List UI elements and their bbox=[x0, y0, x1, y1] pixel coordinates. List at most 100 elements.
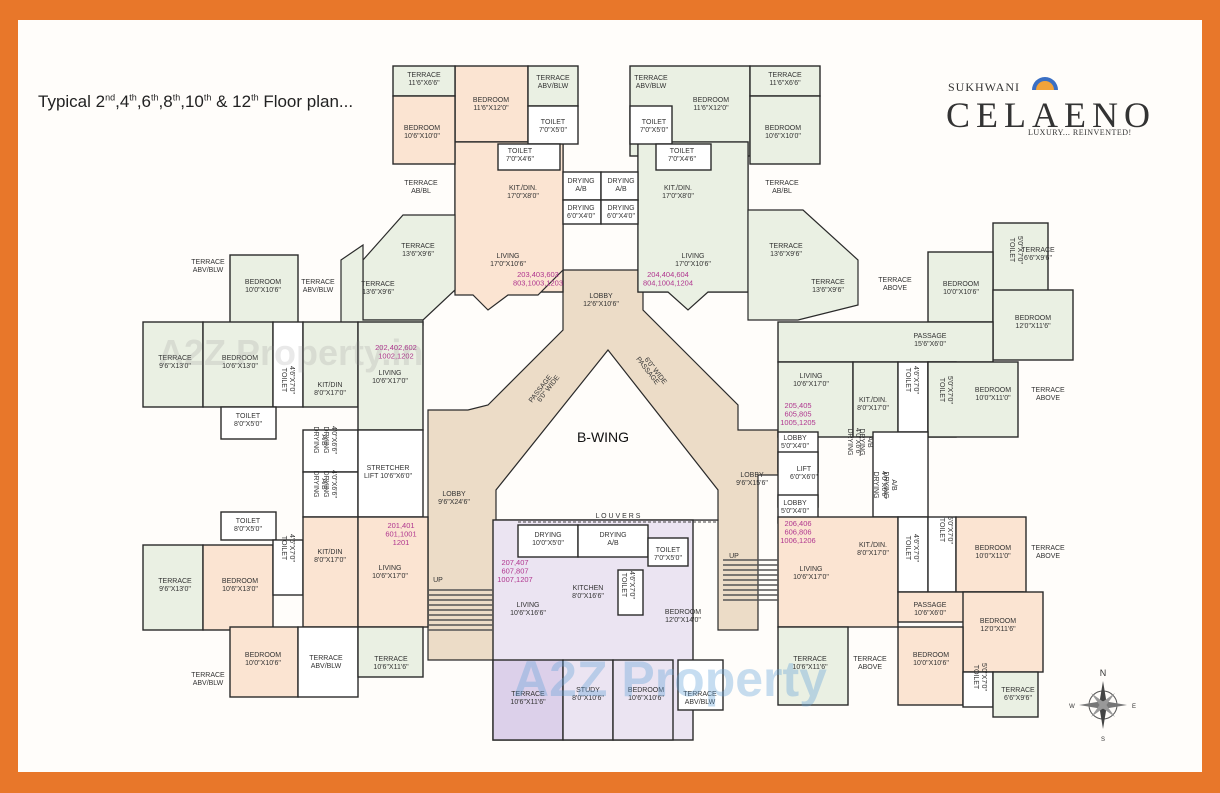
room-terr_w3-1: 10'6"X11'6" bbox=[373, 664, 409, 671]
room-terr_s-0: TERRACE bbox=[511, 691, 545, 698]
ne-terrace-large bbox=[747, 209, 859, 321]
room-toilet_ne-1: 7'0"X5'0" bbox=[640, 127, 668, 134]
w2-terrace bbox=[142, 544, 204, 631]
room-living_nw-1: 17'0"X10'6" bbox=[490, 261, 526, 268]
ne-terrace-small bbox=[749, 65, 821, 97]
room-units_w2-0: 201,401 bbox=[387, 521, 414, 530]
room-kit_w1-0: KIT/DIN bbox=[318, 382, 343, 389]
room-pass_e2-0: PASSAGE bbox=[914, 602, 947, 609]
room-dry_ab2-0: DRYING bbox=[607, 178, 634, 185]
room-t_abv_w4-0: TERRACE bbox=[309, 655, 343, 662]
room-study_s-0: STUDY bbox=[576, 687, 600, 694]
room-pass_e1-1: 15'6"X6'0" bbox=[914, 341, 946, 348]
room-living_w1-0: LIVING bbox=[379, 370, 402, 377]
floor-plan-canvas: Typical 2nd,4th,6th,8th,10th & 12th Floo… bbox=[18, 20, 1202, 772]
room-terr_abbl_w-1: AB/BL bbox=[411, 188, 431, 195]
room-toilet_e4-0: TOILET bbox=[904, 536, 911, 561]
room-terr_abbl_e-1: AB/BL bbox=[772, 188, 792, 195]
room-lobby_e-1: 9'6"X15'6" bbox=[736, 480, 768, 487]
e2-toilet bbox=[897, 516, 929, 593]
s-bedroom-2 bbox=[612, 659, 674, 741]
room-toilet_s2-1: 4'6"X7'0" bbox=[628, 571, 635, 599]
room-dry_e_46b-1: 4'0"X6'6" bbox=[880, 471, 887, 499]
room-dry_e_ab1-1: A/B bbox=[866, 436, 873, 448]
b-wing-label: B-WING bbox=[577, 429, 629, 445]
room-dry_s1-0: DRYING bbox=[534, 532, 561, 539]
room-t_abv_s-1: ABV/BLW bbox=[685, 699, 716, 706]
w2-kitdin bbox=[302, 516, 359, 628]
room-units_w1-1: 1002,1202 bbox=[378, 352, 413, 361]
room-lobby_top-1: 12'6"X10'6" bbox=[583, 301, 619, 308]
room-terr_e3-1: 6'6"X9'6" bbox=[1004, 695, 1032, 702]
room-t_abv_w-0: TERRACE bbox=[191, 259, 225, 266]
room-terr_e1-1: 6'6"X9'6" bbox=[1024, 255, 1052, 262]
room-terr_1369c-0: TERRACE bbox=[361, 281, 395, 288]
room-kit_w1-1: 8'0"X17'0" bbox=[314, 390, 346, 397]
room-bed_e5-0: BEDROOM bbox=[980, 618, 1016, 625]
room-toilet_e6-0: TOILET bbox=[972, 665, 979, 690]
nw-toilet-2 bbox=[497, 143, 561, 171]
s-terrace-abv bbox=[677, 659, 724, 711]
room-dry_ab1-1: A/B bbox=[575, 186, 587, 193]
room-dry_ab2-1: A/B bbox=[615, 186, 627, 193]
w1-living bbox=[357, 321, 424, 431]
room-toilet_ne2-1: 7'0"X4'6" bbox=[668, 156, 696, 163]
room-kit_nw-0: KIT./DIN. bbox=[509, 185, 537, 192]
room-dry_e_46a-0: DRYING bbox=[846, 428, 853, 455]
room-toilet_ne-0: TOILET bbox=[642, 119, 667, 126]
room-bed_e2-1: 12'0"X11'6" bbox=[1015, 323, 1051, 330]
room-dry_w_46a-0: DRYING bbox=[322, 426, 329, 453]
room-terr_w3-0: TERRACE bbox=[374, 656, 408, 663]
w1-toilet bbox=[272, 321, 304, 408]
s-toilet-1 bbox=[647, 537, 689, 567]
room-t1-0: TERRACE bbox=[407, 72, 441, 79]
room-toilet_e5-1: 5'0"X7'0" bbox=[946, 516, 953, 544]
room-bed_w4-1: 10'0"X10'6" bbox=[245, 660, 281, 667]
room-terr_e3-0: TERRACE bbox=[1001, 687, 1035, 694]
room-lift_e-1: 6'0"X6'0" bbox=[790, 474, 818, 481]
room-terr_1369d-0: TERRACE bbox=[811, 279, 845, 286]
room-dry_w_46b-1: 4'0"X6'6" bbox=[330, 470, 337, 498]
room-units_e1-1: 605,805 bbox=[784, 410, 811, 419]
w1-bedroom-top bbox=[229, 254, 299, 326]
room-lobby_e1-1: 5'0"X4'0" bbox=[781, 443, 809, 450]
room-t_abv_w2-1: ABV/BLW bbox=[303, 287, 334, 294]
compass-icon: N S E W bbox=[1069, 668, 1136, 743]
room-living_ne-0: LIVING bbox=[682, 253, 705, 260]
room-toilet_w4-0: TOILET bbox=[280, 536, 287, 561]
room-study_s-1: 8'0"X10'6" bbox=[572, 695, 604, 702]
room-toilet_w1-1: 4'6"X7'0" bbox=[288, 366, 295, 394]
logo-name: CELAENO bbox=[946, 95, 1156, 135]
room-units_s-1: 607,807 bbox=[501, 567, 528, 576]
e1-toilet-terrace bbox=[992, 222, 1049, 292]
room-kit_ne-0: KIT./DIN. bbox=[664, 185, 692, 192]
e1-passage bbox=[777, 321, 994, 363]
room-terr_above2-1: ABOVE bbox=[1036, 395, 1060, 402]
e2-living bbox=[777, 516, 899, 628]
compass-e: E bbox=[1132, 704, 1136, 710]
e-drying bbox=[872, 431, 929, 518]
room-terr_above2-0: TERRACE bbox=[1031, 387, 1065, 394]
e2-terrace-small bbox=[992, 671, 1039, 718]
room-dry_e_46a-1: 4'0"X6'6" bbox=[854, 428, 861, 456]
room-toilet_e2-1: 4'6"X7'0" bbox=[912, 366, 919, 394]
room-lobby_e2-1: 5'0"X4'0" bbox=[781, 508, 809, 515]
e2-bedroom-2 bbox=[962, 591, 1044, 673]
room-bed_s2-1: 10'6"X10'6" bbox=[628, 695, 664, 702]
room-terr_w2-1: 9'6"X13'0" bbox=[159, 586, 191, 593]
room-units_ne-1: 804,1004,1204 bbox=[643, 279, 693, 288]
room-toilet_w2-0: TOILET bbox=[236, 413, 261, 420]
nw-bedroom-top bbox=[454, 65, 529, 143]
room-terr_abbl_w-0: TERRACE bbox=[404, 180, 438, 187]
compass-s: S bbox=[1101, 737, 1105, 743]
room-units_nw-1: 803,1003,1203 bbox=[513, 279, 563, 288]
e2-bedroom-3 bbox=[897, 626, 964, 706]
room-lift_e-0: LIFT bbox=[797, 466, 812, 473]
room-kitchen_s-0: KITCHEN bbox=[573, 585, 604, 592]
page-title: Typical 2nd,4th,6th,8th,10th & 12th Floo… bbox=[38, 92, 354, 111]
room-living_nw-0: LIVING bbox=[497, 253, 520, 260]
room-terr_abbl_e-0: TERRACE bbox=[765, 180, 799, 187]
room-lobby_w-1: 9'6"X24'6" bbox=[438, 499, 470, 506]
room-dry_e_ab1-0: DRYING bbox=[858, 428, 865, 455]
s-study bbox=[562, 659, 614, 741]
